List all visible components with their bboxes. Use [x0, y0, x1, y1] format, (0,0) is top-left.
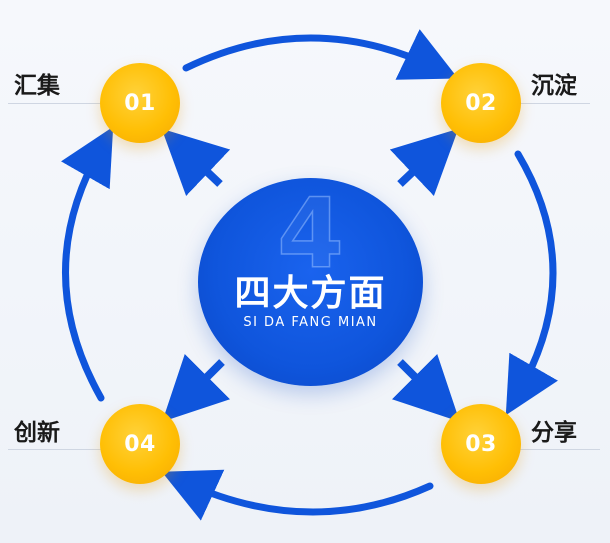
diag-arrow-to-01 — [161, 128, 231, 196]
label-rule-04 — [8, 449, 118, 450]
node-circle-02: 02 — [441, 63, 521, 143]
node-circle-03: 03 — [441, 404, 521, 484]
label-rule-01 — [8, 103, 118, 104]
center-title: 四大方面 — [234, 273, 387, 314]
node-label-04: 创新 — [14, 420, 60, 446]
node-circle-04: 04 — [100, 404, 180, 484]
center-subtitle: SI DA FANG MIAN — [243, 315, 378, 330]
label-rule-03 — [500, 449, 600, 450]
arc-arrow-03-to-04 — [161, 469, 434, 521]
arc-arrow-04-to-01 — [61, 126, 114, 402]
center-circle: 4 四大方面 SI DA FANG MIAN — [198, 178, 423, 386]
center-big-number: 4 — [276, 178, 344, 290]
node-label-02: 沉淀 — [531, 73, 577, 99]
node-label-01: 汇集 — [14, 73, 60, 99]
diag-arrow-to-03 — [391, 353, 460, 422]
arc-arrow-01-to-02 — [182, 29, 459, 80]
node-circle-01: 01 — [100, 63, 180, 143]
diag-arrow-to-02 — [389, 128, 459, 196]
label-rule-02 — [500, 103, 590, 104]
diag-arrow-to-04 — [162, 353, 231, 422]
node-label-03: 分享 — [531, 420, 577, 446]
arc-arrow-02-to-03 — [505, 150, 558, 416]
